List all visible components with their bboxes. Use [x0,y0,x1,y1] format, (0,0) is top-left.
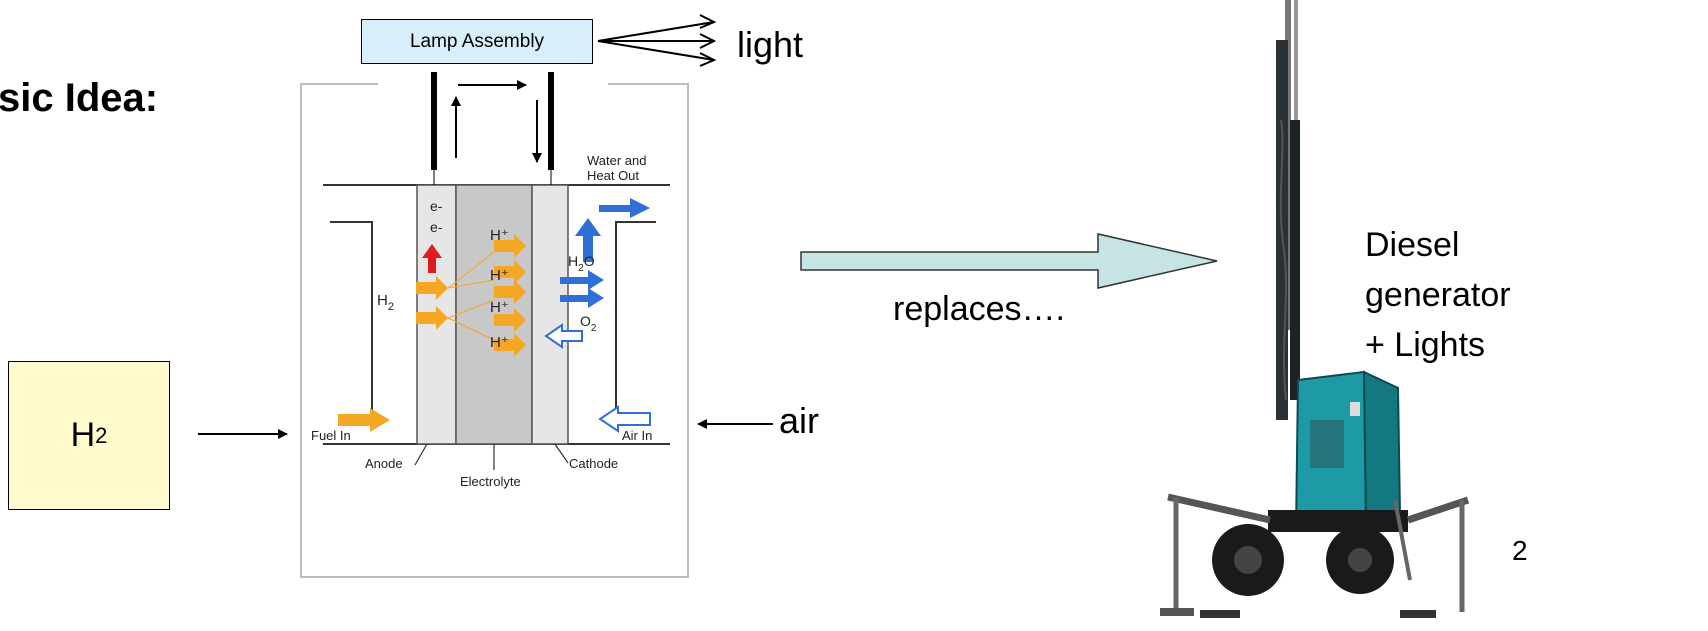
fuel-in-label: Fuel In [311,428,351,443]
fuel-cell-diagram: Water and Heat Out e- e- H⁺ H⁺ H⁺ H⁺ H2 … [300,72,689,578]
water-heat-out-line-2: Heat Out [587,168,639,183]
diesel-label-line-3: + Lights [1365,326,1486,364]
anode-electron-2: e- [430,219,443,235]
anode-electron-1: e- [430,198,443,214]
electrolyte-label: Electrolyte [460,474,521,489]
anode-h2: H2 [377,292,394,313]
cathode-label: Cathode [569,456,618,471]
water-heat-out-line-1: Water and [587,153,647,168]
proton-1: H⁺ [490,227,509,244]
air-in-label: Air In [622,428,652,443]
cathode-layer [531,184,569,445]
lamp-assembly-box: Lamp Assembly [361,19,593,64]
hydrogen-symbol: H [70,416,96,454]
page-number: 2 [1512,535,1528,566]
anode-label: Anode [365,456,403,471]
diesel-label-line-2: generator [1365,276,1511,314]
light-label: light [737,24,804,65]
proton-4: H⁺ [490,334,509,351]
diesel-generator-label: Diesel generator + Lights [1365,220,1511,370]
hydrogen-subscript: 2 [95,422,108,448]
cathode-o2: O2 [580,313,597,334]
proton-2: H⁺ [490,267,509,284]
diesel-light-tower-image [1160,0,1470,618]
cathode-h2o: H2O [568,253,595,274]
light-rays [597,14,717,67]
replaces-arrow [800,233,1218,289]
proton-3: H⁺ [490,299,509,316]
diesel-label-line-1: Diesel [1365,226,1460,264]
replaces-label: replaces…. [893,290,1065,328]
lamp-assembly-label: Lamp Assembly [409,30,545,52]
slide-title: sic Idea: [0,76,159,120]
air-label: air [779,400,820,441]
